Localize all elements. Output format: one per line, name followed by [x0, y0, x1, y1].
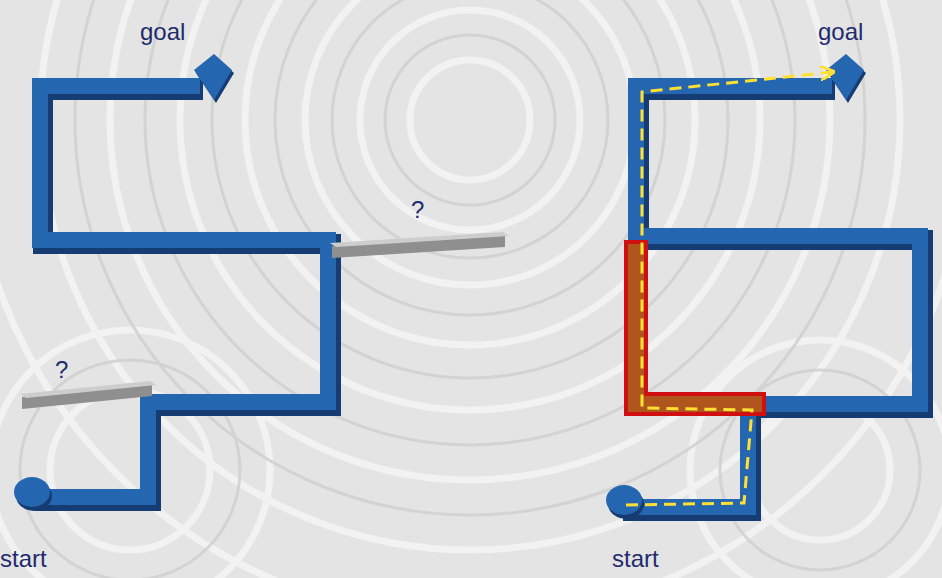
discovered-path	[636, 240, 766, 404]
maze-label: start	[612, 547, 659, 571]
maze-label: goal	[818, 20, 863, 44]
maze-label: goal	[140, 20, 185, 44]
maze-pipe-left	[14, 54, 331, 511]
maze-pipe-right	[606, 54, 923, 519]
maze-label: ?	[55, 358, 68, 382]
unknown-path	[20, 232, 509, 409]
maze-label: ?	[411, 198, 424, 222]
solution-route	[626, 72, 832, 505]
maze-label: start	[0, 547, 47, 571]
